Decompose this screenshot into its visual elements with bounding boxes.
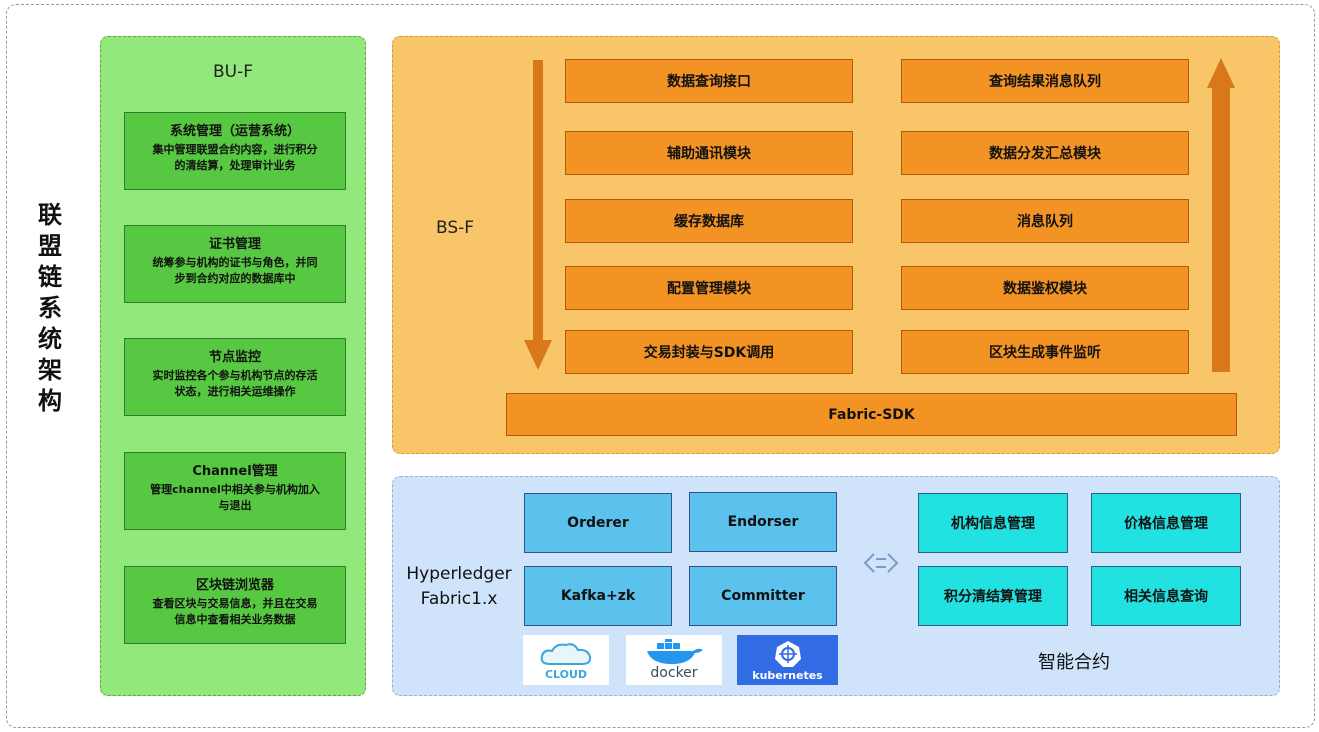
module-block-event-listener: 区块生成事件监听 (901, 330, 1189, 374)
bu-box-channel-management: Channel管理 管理channel中相关参与机构加入与退出 (124, 452, 346, 530)
diagram-title: 联 盟 链 系 统 架 构 (30, 200, 70, 460)
module-data-auth: 数据鉴权模块 (901, 266, 1189, 310)
module-data-query-api: 数据查询接口 (565, 59, 853, 103)
endorser-box: Endorser (689, 492, 837, 552)
kubernetes-helm-icon (774, 640, 801, 667)
module-message-queue: 消息队列 (901, 199, 1189, 243)
committer-box: Committer (689, 566, 837, 626)
bu-box-certificate-management: 证书管理 统筹参与机构的证书与角色，并同步到合约对应的数据库中 (124, 225, 346, 303)
bu-box-title: 系统管理（运营系统） (169, 124, 300, 139)
title-char: 联 (38, 201, 62, 229)
bu-box-title: 节点监控 (208, 350, 261, 365)
docker-whale-icon (647, 639, 703, 665)
contract-related-query: 相关信息查询 (1091, 566, 1241, 626)
docker-logo: docker (626, 635, 722, 685)
up-arrow-icon (1207, 58, 1235, 372)
bu-box-node-monitoring: 节点监控 实时监控各个参与机构节点的存活状态，进行相关运维操作 (124, 338, 346, 416)
bu-box-desc: 管理channel中相关参与机构加入与退出 (150, 483, 320, 512)
module-tx-sdk-call: 交易封装与SDK调用 (565, 330, 853, 374)
bu-box-desc: 查看区块与交易信息，并且在交易信息中查看相关业务数据 (152, 597, 318, 626)
contract-price-info: 价格信息管理 (1091, 493, 1241, 553)
contract-points-settlement: 积分清结算管理 (918, 566, 1068, 626)
kubernetes-logo: kubernetes (737, 635, 838, 685)
bu-box-system-management: 系统管理（运营系统） 集中管理联盟合约内容，进行积分的清结算，处理审计业务 (124, 112, 346, 190)
fabric-sdk-bar: Fabric-SDK (506, 393, 1237, 436)
title-char: 链 (38, 263, 62, 291)
cloud-icon (540, 642, 592, 665)
bu-box-desc: 实时监控各个参与机构节点的存活状态，进行相关运维操作 (152, 369, 318, 398)
smart-contract-label: 智能合约 (1038, 652, 1110, 673)
bu-box-title: 证书管理 (208, 237, 261, 252)
contract-org-info: 机构信息管理 (918, 493, 1068, 553)
cloud-logo-text: CLOUD (544, 667, 588, 681)
bu-f-title: BU-F (212, 62, 254, 82)
cloud-logo: CLOUD (523, 635, 609, 685)
title-char: 架 (38, 356, 62, 384)
module-aux-communication: 辅助通讯模块 (565, 131, 853, 175)
kubernetes-logo-text: kubernetes (752, 668, 823, 682)
title-char: 统 (38, 325, 62, 353)
bu-box-desc: 统筹参与机构的证书与角色，并同步到合约对应的数据库中 (152, 256, 318, 285)
bu-box-title: Channel管理 (192, 464, 278, 479)
docker-logo-text: docker (650, 665, 698, 681)
bu-box-blockchain-explorer: 区块链浏览器 查看区块与交易信息，并且在交易信息中查看相关业务数据 (124, 566, 346, 644)
title-char: 构 (38, 387, 62, 415)
module-config-management: 配置管理模块 (565, 266, 853, 310)
kafka-zk-box: Kafka+zk (524, 566, 672, 626)
module-result-queue: 查询结果消息队列 (901, 59, 1189, 103)
bs-f-label: BS-F (436, 218, 475, 238)
bu-box-desc: 集中管理联盟合约内容，进行积分的清结算，处理审计业务 (152, 143, 318, 172)
module-data-distribution: 数据分发汇总模块 (901, 131, 1189, 175)
down-arrow-icon (524, 60, 552, 370)
orderer-box: Orderer (524, 493, 672, 553)
outer-frame (6, 4, 1315, 728)
bidirectional-arrow-icon (863, 553, 899, 573)
title-char: 系 (38, 294, 62, 322)
title-char: 盟 (38, 232, 62, 260)
bu-box-title: 区块链浏览器 (195, 578, 274, 593)
module-cache-database: 缓存数据库 (565, 199, 853, 243)
